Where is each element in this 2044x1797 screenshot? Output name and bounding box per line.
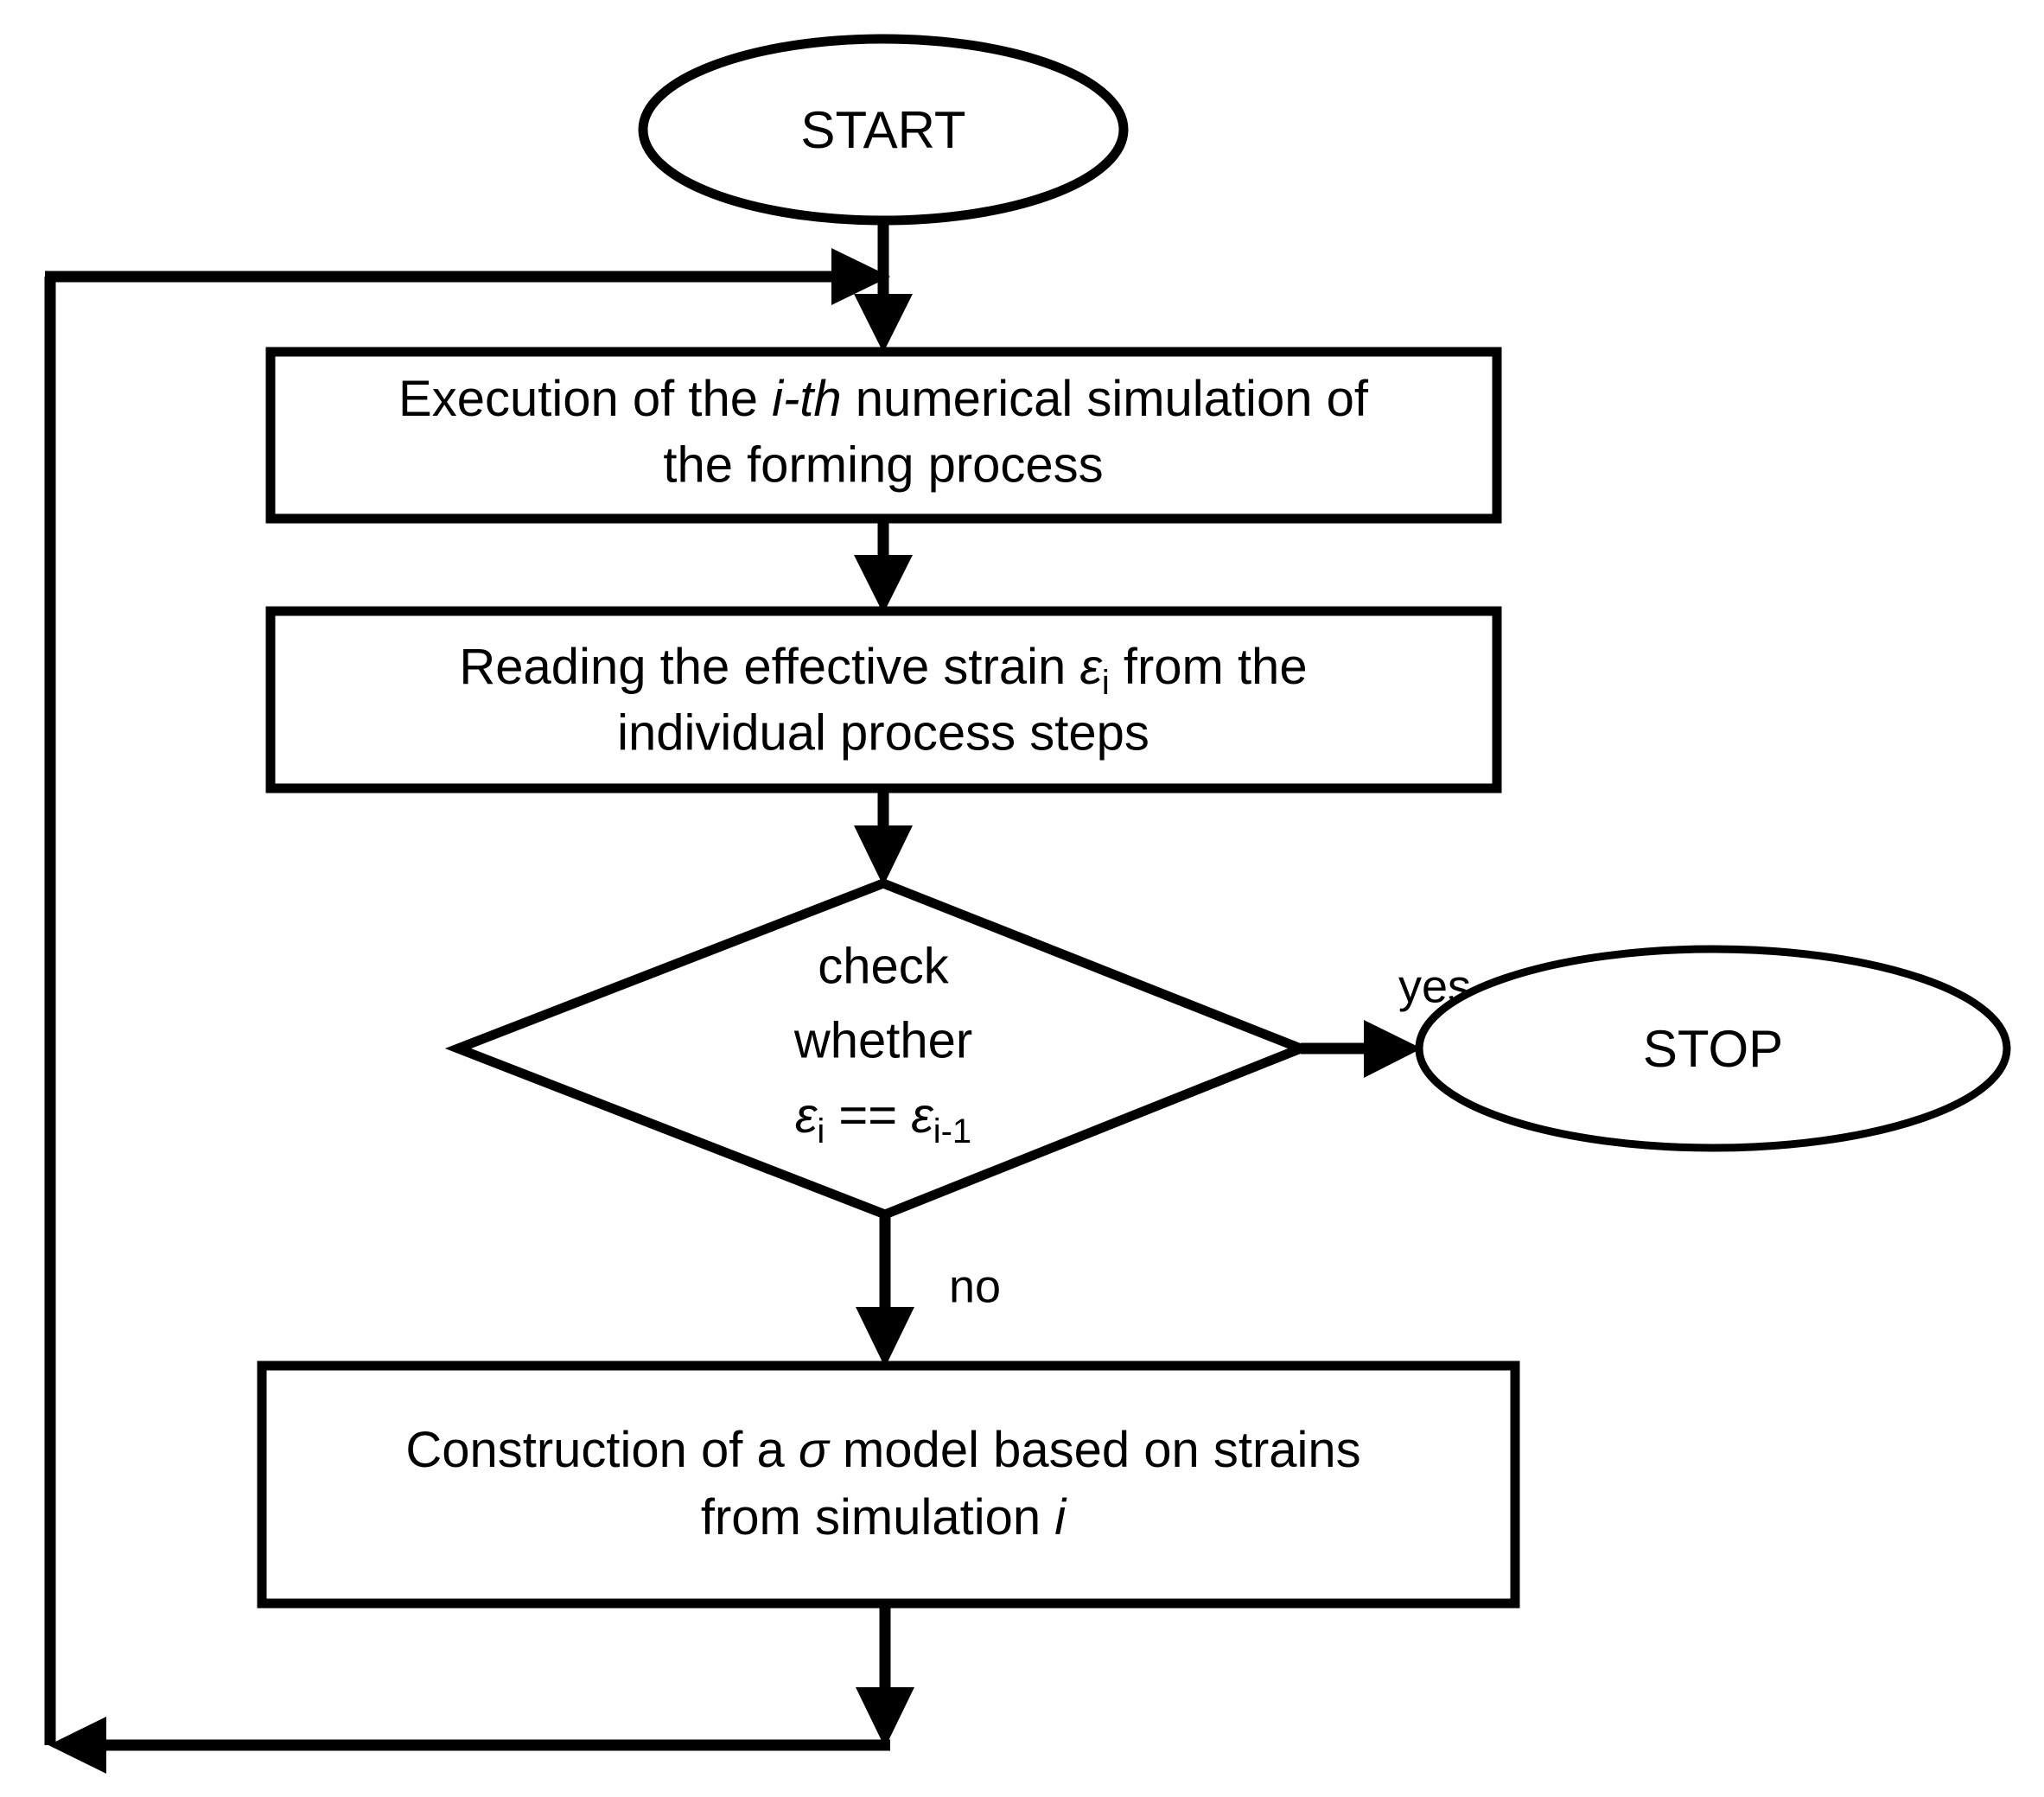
- arrowhead-down-to-decision: [854, 825, 913, 886]
- execution-rect[interactable]: [265, 347, 1502, 524]
- construction-rect[interactable]: [257, 1360, 1520, 1609]
- decision-condition: εi == εi-1: [795, 1087, 971, 1150]
- reading-line-2: individual process steps: [617, 704, 1149, 761]
- stop-ellipse[interactable]: [1415, 945, 2011, 1152]
- execution-line1-part2: numerical simulation of: [842, 371, 1369, 427]
- arrowhead-right-to-stop: [1364, 1020, 1422, 1078]
- edge-decision-no-to-construction: [856, 1214, 914, 1367]
- arrowhead-down-to-execution: [854, 294, 913, 353]
- reading-epsilon-symbol: ε: [1079, 639, 1103, 695]
- edge-reading-to-decision: [854, 788, 913, 886]
- execution-line-1: Execution of the i-th numerical simulati…: [398, 371, 1369, 427]
- decision-line-1: check: [818, 938, 950, 994]
- edge-decision-yes-to-stop: [1301, 1020, 1422, 1078]
- construction-line2-part1: from simulation: [701, 1489, 1054, 1545]
- edge-construction-to-feedback: [48, 1603, 914, 1774]
- start-label: START: [800, 101, 965, 159]
- stop-label: STOP: [1643, 1020, 1783, 1078]
- decision-diamond[interactable]: [444, 878, 1314, 1220]
- reading-epsilon-subscript: i: [1102, 664, 1110, 702]
- decision-epsilon-b: ε: [911, 1087, 934, 1144]
- construction-line-2: from simulation i: [701, 1489, 1067, 1545]
- arrowhead-down-to-return-rail: [856, 1687, 914, 1748]
- node-construction[interactable]: Construction of a σ model based on strai…: [257, 1360, 1520, 1609]
- construction-line2-italic: i: [1054, 1489, 1067, 1545]
- construction-sigma-symbol: σ: [799, 1422, 831, 1478]
- execution-line1-italic: i-th: [772, 371, 842, 427]
- node-reading[interactable]: Reading the effective strain εi from the…: [265, 606, 1502, 793]
- reading-line1-part1: Reading the effective strain: [459, 639, 1079, 695]
- edge-start-to-execution: [854, 214, 913, 353]
- execution-line1-part1: Execution of the: [398, 371, 772, 427]
- node-start[interactable]: START: [638, 34, 1129, 226]
- node-decision[interactable]: check whether εi == εi-1: [444, 878, 1314, 1220]
- start-ellipse[interactable]: [638, 34, 1129, 226]
- node-stop[interactable]: STOP: [1415, 945, 2011, 1152]
- node-execution[interactable]: Execution of the i-th numerical simulati…: [265, 347, 1502, 524]
- edge-execution-to-reading: [854, 519, 913, 614]
- construction-line-1: Construction of a σ model based on strai…: [405, 1422, 1360, 1478]
- arrowhead-down-to-construction: [856, 1307, 914, 1367]
- arrowhead-left-on-return-rail: [48, 1717, 106, 1774]
- decision-line-2: whether: [793, 1012, 972, 1068]
- decision-epsilon-b-sub: i-1: [933, 1112, 971, 1150]
- reading-line1-part2: from the: [1110, 639, 1308, 695]
- edge-feedback-loop-left: [44, 248, 890, 1745]
- construction-line1-part1: Construction of a: [405, 1422, 799, 1478]
- decision-operator: ==: [825, 1087, 911, 1144]
- execution-line-2: the forming process: [663, 437, 1103, 493]
- reading-line-1: Reading the effective strain εi from the: [459, 639, 1307, 701]
- edge-label-no: no: [949, 1260, 1001, 1312]
- arrowhead-right-into-spine: [831, 248, 890, 305]
- reading-rect[interactable]: [265, 606, 1502, 793]
- arrowhead-down-to-reading: [854, 555, 913, 614]
- decision-epsilon-a-sub: i: [817, 1112, 825, 1150]
- decision-epsilon-a: ε: [795, 1087, 818, 1144]
- construction-line1-part2: model based on strains: [829, 1422, 1361, 1478]
